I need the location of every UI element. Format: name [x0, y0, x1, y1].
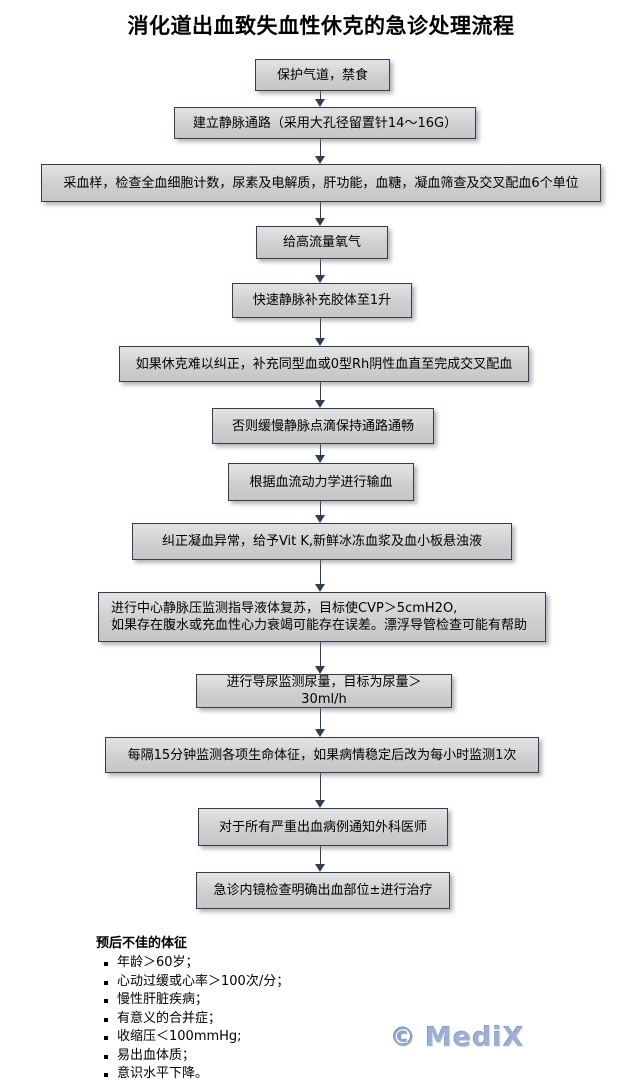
- prognosis-section: 预后不佳的体征 年龄＞60岁； 心动过缓或心率＞100次/分； 慢性肝脏疾病； 有意义…: [96, 934, 436, 1084]
- list-item-label: 有意义的合并症；: [117, 1010, 222, 1026]
- connector-line: [320, 773, 321, 801]
- flow-step-8[interactable]: 根据血流动力学进行输血: [228, 463, 414, 501]
- flow-step-label: 建立静脉通路（采用大孔径留置针14～16G）: [192, 115, 458, 131]
- bullet-icon: [104, 1017, 108, 1022]
- arrow-head-icon: [315, 515, 325, 523]
- bullet-icon: [104, 1054, 108, 1059]
- flow-step-label: 给高流量氧气: [282, 235, 361, 250]
- list-item: 收缩压＜100mmHg;: [104, 1028, 436, 1047]
- flow-step-9[interactable]: 纠正凝血异常，给予Vit K,新鲜冰冻血浆及血小板悬浊液: [132, 523, 512, 560]
- list-item-label: 心动过缓或心率＞100次/分；: [117, 973, 290, 989]
- flow-step-1[interactable]: 保护气道，禁食: [255, 59, 390, 91]
- connector-line: [320, 444, 321, 456]
- bullet-icon: [104, 1073, 108, 1077]
- flow-step-label: 如果休克难以纠正，补充同型血或0型Rh阴性血直至完成交叉配血: [135, 356, 513, 372]
- bullet-icon: [104, 962, 108, 966]
- list-item-label: 年龄＞60岁；: [117, 955, 199, 970]
- flow-step-6[interactable]: 如果休克难以纠正，补充同型血或0型Rh阴性血直至完成交叉配血: [119, 346, 529, 382]
- bullet-icon: [104, 1036, 108, 1040]
- copyright-icon: ©: [390, 1022, 417, 1053]
- list-item: 年龄＞60岁；: [104, 954, 436, 973]
- flow-step-2[interactable]: 建立静脉通路（采用大孔径留置针14～16G）: [174, 107, 476, 139]
- prognosis-list: 年龄＞60岁； 心动过缓或心率＞100次/分； 慢性肝脏疾病； 有意义的合并症； 收缩压…: [96, 954, 436, 1084]
- arrow-head-icon: [315, 99, 325, 107]
- connector-line: [320, 318, 321, 339]
- arrow-head-icon: [315, 800, 325, 808]
- list-item: 心动过缓或心率＞100次/分；: [104, 973, 436, 992]
- flow-step-13[interactable]: 对于所有严重出血病例通知外科医师: [198, 808, 448, 846]
- flow-step-11[interactable]: 进行导尿监测尿量，目标为尿量＞30ml/h: [196, 674, 452, 708]
- flow-step-label: 对于所有严重出血病例通知外科医师: [218, 819, 427, 835]
- flow-step-4[interactable]: 给高流量氧气: [256, 226, 388, 259]
- prognosis-heading: 预后不佳的体征: [96, 936, 188, 951]
- connector-line: [320, 382, 321, 401]
- flow-step-label: 每隔15分钟监测各项生命体征，如果病情稳定后改为每小时监测1次: [127, 747, 517, 763]
- connector-line: [320, 139, 321, 157]
- list-item: 有意义的合并症；: [104, 1010, 436, 1029]
- arrow-head-icon: [315, 584, 325, 592]
- flow-step-label: 快速静脉补充胶体至1升: [252, 293, 392, 308]
- bullet-icon: [104, 999, 108, 1003]
- list-item: 意识水平下降。: [104, 1065, 436, 1084]
- flow-step-label: 采血样，检查全血细胞计数，尿素及电解质，肝功能，血糖，凝血筛查及交叉配血6个单位: [63, 175, 579, 191]
- arrow-head-icon: [315, 400, 325, 408]
- flow-step-10[interactable]: 进行中心静脉压监测指导液体复苏，目标使CVP＞5cmH2O, 如果存在腹水或充血…: [98, 592, 546, 642]
- flow-step-label: 纠正凝血异常，给予Vit K,新鲜冰冻血浆及血小板悬浊液: [161, 534, 483, 549]
- flow-step-7[interactable]: 否则缓慢静脉点滴保持通路通畅: [212, 408, 434, 444]
- flow-step-label: 否则缓慢静脉点滴保持通路通畅: [231, 418, 414, 434]
- flow-step-3[interactable]: 采血样，检查全血细胞计数，尿素及电解质，肝功能，血糖，凝血筛查及交叉配血6个单位: [41, 164, 601, 202]
- arrow-head-icon: [315, 218, 325, 226]
- flow-step-label: 进行中心静脉压监测指导液体复苏，目标使CVP＞5cmH2O, 如果存在腹水或充血…: [111, 601, 528, 633]
- flow-step-label: 急诊内镜检查明确出血部位±进行治疗: [213, 883, 433, 898]
- page-title: 消化道出血致失血性休克的急诊处理流程: [127, 14, 515, 38]
- arrow-head-icon: [315, 666, 325, 674]
- watermark: © MediX: [390, 1022, 525, 1053]
- arrow-head-icon: [315, 864, 325, 872]
- arrow-head-icon: [315, 338, 325, 346]
- flow-step-label: 保护气道，禁食: [276, 67, 368, 83]
- bullet-icon: [104, 980, 108, 985]
- connector-line: [320, 259, 321, 276]
- flow-step-14[interactable]: 急诊内镜检查明确出血部位±进行治疗: [196, 872, 450, 909]
- arrow-head-icon: [315, 729, 325, 737]
- connector-line: [320, 560, 321, 585]
- list-item: 易出血体质；: [104, 1047, 436, 1066]
- list-item-label: 收缩压＜100mmHg;: [117, 1029, 242, 1044]
- arrow-head-icon: [315, 455, 325, 463]
- connector-line: [320, 202, 321, 219]
- flow-step-5[interactable]: 快速静脉补充胶体至1升: [232, 283, 412, 318]
- connector-line: [320, 501, 321, 516]
- flow-step-label: 进行导尿监测尿量，目标为尿量＞30ml/h: [226, 675, 422, 707]
- list-item: 慢性肝脏疾病；: [104, 991, 436, 1010]
- connector-line: [320, 846, 321, 865]
- connector-line: [320, 91, 321, 100]
- list-item-label: 易出血体质；: [117, 1047, 196, 1063]
- list-item-label: 慢性肝脏疾病；: [117, 992, 209, 1007]
- connector-line: [320, 642, 321, 667]
- watermark-text: MediX: [425, 1022, 525, 1053]
- arrow-head-icon: [315, 156, 325, 164]
- connector-line: [320, 708, 321, 730]
- flow-step-12[interactable]: 每隔15分钟监测各项生命体征，如果病情稳定后改为每小时监测1次: [105, 737, 539, 773]
- list-item-label: 意识水平下降。: [117, 1066, 209, 1081]
- arrow-head-icon: [315, 275, 325, 283]
- flow-step-label: 根据血流动力学进行输血: [249, 474, 393, 490]
